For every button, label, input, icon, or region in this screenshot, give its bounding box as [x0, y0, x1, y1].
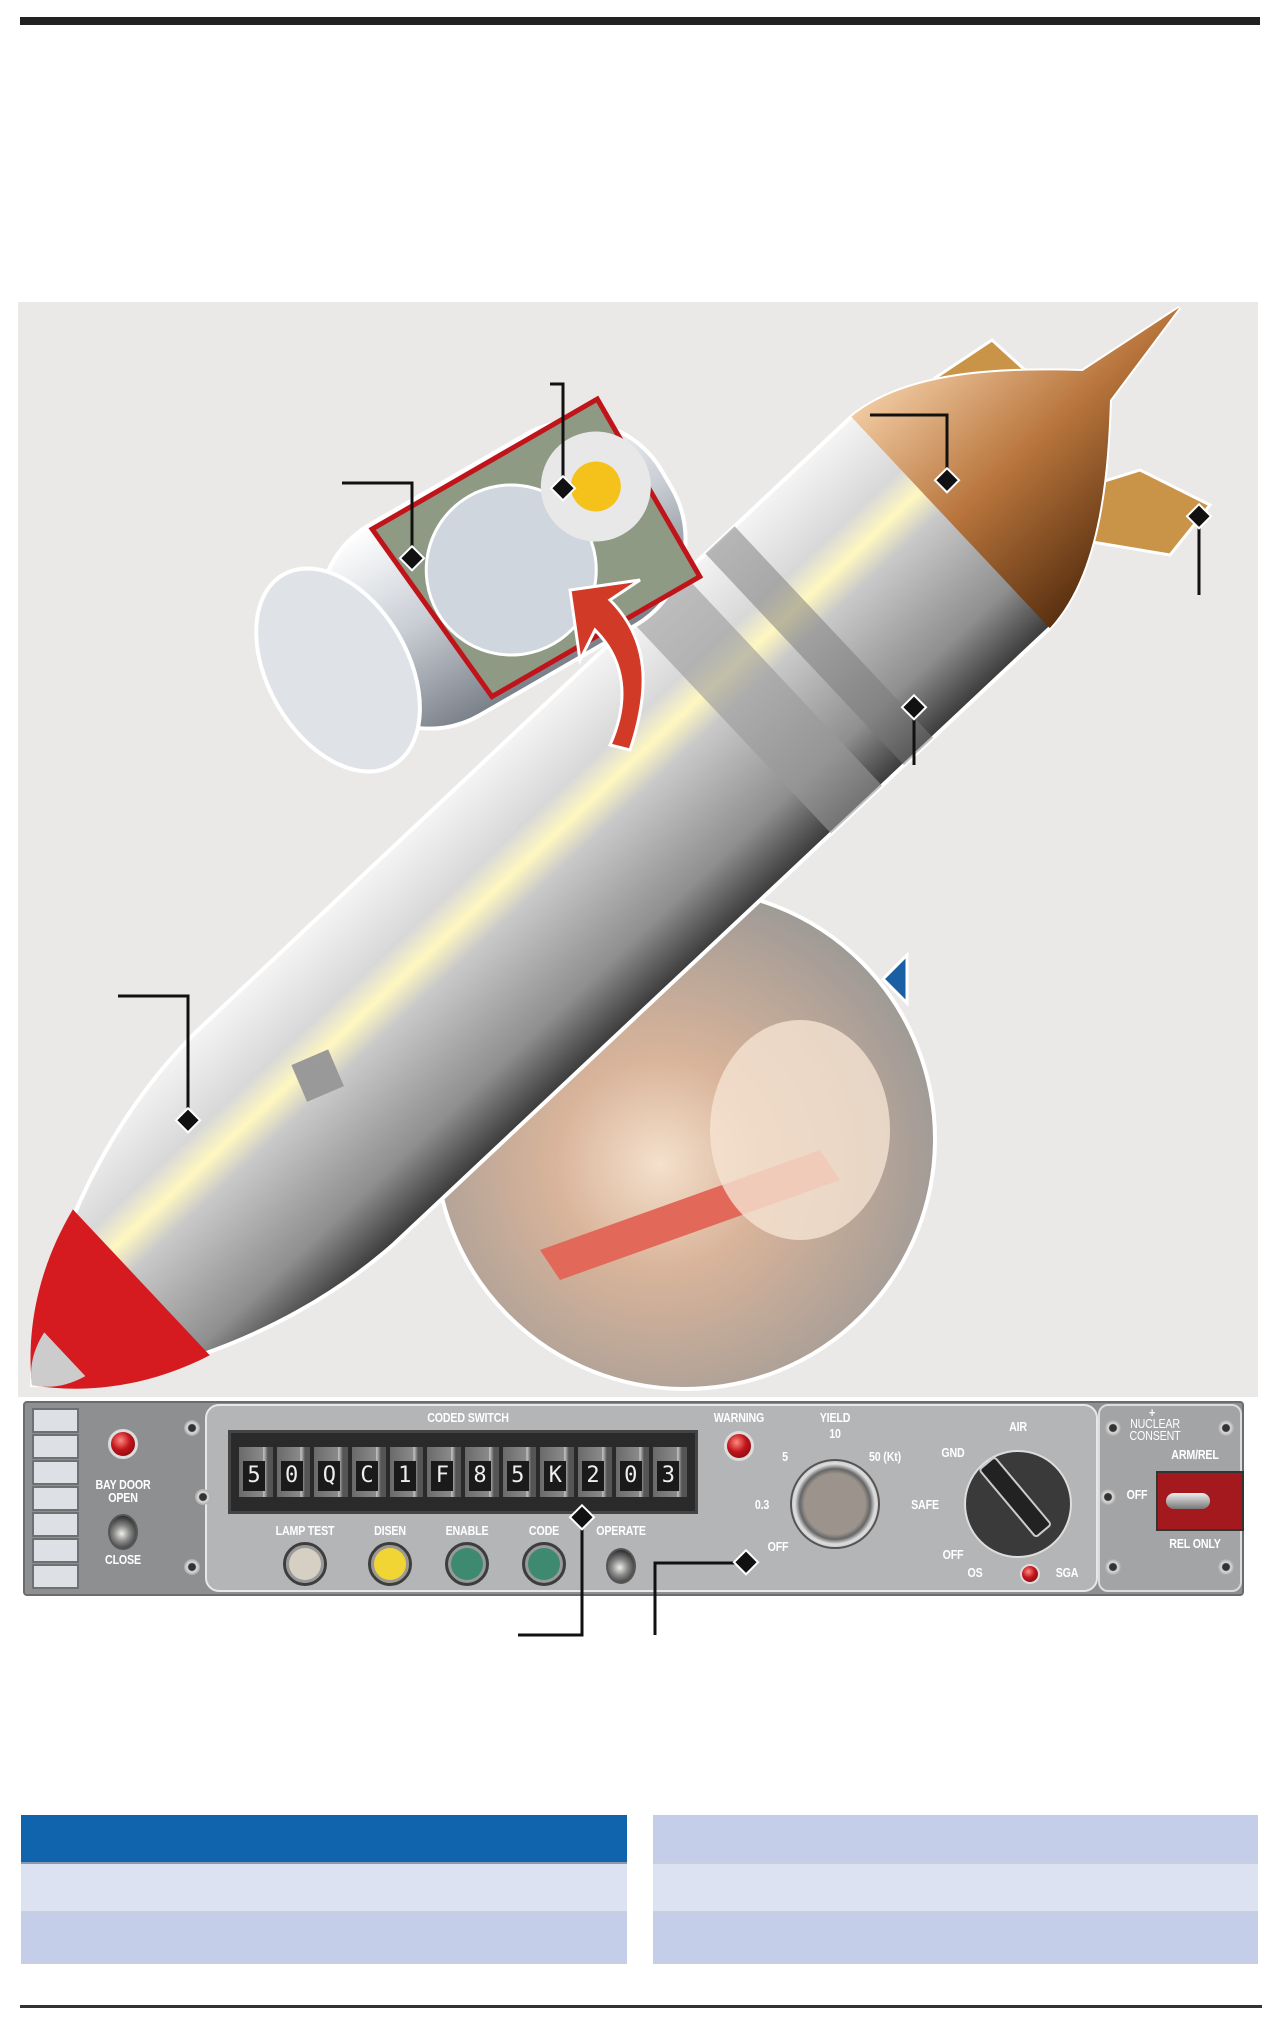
code-wheel[interactable]: 0 [276, 1447, 311, 1497]
code-wheel[interactable]: 5 [502, 1447, 537, 1497]
yield-off: OFF [767, 1539, 789, 1554]
consent-off-label: OFF [1126, 1487, 1148, 1502]
table-header-cell [653, 1815, 1258, 1864]
code-wheel[interactable]: C [352, 1447, 386, 1497]
bay-door-open-label: BAY DOOR OPEN [95, 1477, 151, 1505]
arm-rel-toggle[interactable] [1166, 1493, 1210, 1509]
callout-lines [118, 382, 1201, 1121]
screw-icon [195, 1489, 211, 1505]
code-char: 2 [582, 1461, 605, 1491]
arm-rel-label: ARM/REL [1171, 1447, 1219, 1462]
code-char: 8 [469, 1461, 492, 1491]
yield-knob[interactable] [790, 1459, 880, 1549]
table-header-cell [21, 1815, 627, 1864]
screw-icon [1218, 1420, 1234, 1436]
code-wheel[interactable]: 1 [389, 1447, 424, 1497]
code-char: Q [318, 1461, 341, 1491]
mode-gnd: GND [941, 1445, 965, 1460]
nuclear-consent-label: NUCLEAR CONSENT [1129, 1416, 1181, 1443]
code-char: 5 [243, 1461, 265, 1491]
indicator-slot [32, 1538, 79, 1563]
mode-sga: SGA [1055, 1565, 1079, 1580]
screw-icon [1218, 1559, 1234, 1575]
indicator-slot [32, 1564, 79, 1589]
enable-label: ENABLE [445, 1523, 489, 1538]
code-char: 0 [280, 1461, 303, 1491]
info-table-right [653, 1815, 1258, 1964]
code-char: 3 [657, 1461, 680, 1491]
yield-5: 5 [782, 1449, 788, 1464]
yield-50: 50 (Kt) [868, 1449, 902, 1464]
bomb-body [29, 305, 1181, 1389]
arm-rel-switch-guard[interactable] [1156, 1471, 1244, 1531]
code-lamp[interactable] [522, 1542, 566, 1586]
table-cell [21, 1913, 627, 1964]
table-cell [653, 1913, 1258, 1964]
screw-icon [1100, 1489, 1116, 1505]
sga-light [1020, 1564, 1040, 1584]
code-char: F [431, 1461, 454, 1491]
lamp-test-button[interactable] [283, 1542, 327, 1586]
info-table-left [21, 1815, 627, 1964]
disen-label: DISEN [374, 1523, 406, 1538]
code-wheel[interactable]: K [540, 1447, 575, 1497]
operate-toggle[interactable] [606, 1548, 636, 1584]
indicator-slot [32, 1408, 79, 1433]
code-wheel[interactable]: 0 [615, 1447, 650, 1497]
code-char: K [544, 1461, 567, 1491]
screw-icon [184, 1559, 200, 1575]
photo-pointer-icon [880, 951, 909, 1007]
code-char: C [356, 1461, 379, 1491]
yield-label: YIELD [819, 1410, 851, 1425]
code-char: 0 [619, 1461, 642, 1491]
disen-lamp[interactable] [368, 1542, 412, 1586]
bay-door-close-label: CLOSE [105, 1552, 141, 1567]
knob-pointer [977, 1455, 1053, 1539]
screw-icon [184, 1420, 200, 1436]
code-char: 1 [393, 1461, 416, 1491]
coded-switch-display: 5 0 Q C 1 F 8 5 K 2 0 3 [228, 1430, 698, 1514]
mode-off: OFF [942, 1547, 964, 1562]
code-wheel[interactable]: Q [314, 1447, 349, 1497]
rel-only-label: REL ONLY [1169, 1536, 1221, 1551]
consent-plus: + [1148, 1405, 1156, 1420]
mode-safe: SAFE [911, 1497, 939, 1512]
bomb-illustration [29, 305, 1213, 1391]
red-arrow-icon [568, 578, 645, 752]
warning-light [724, 1431, 754, 1461]
indicator-slot [32, 1460, 79, 1485]
mode-air: AIR [1009, 1419, 1027, 1434]
yield-10: 10 [829, 1426, 841, 1441]
table-cell [21, 1864, 627, 1913]
code-wheel[interactable]: 3 [653, 1447, 688, 1497]
screw-icon [1105, 1420, 1121, 1436]
code-char: 5 [506, 1461, 529, 1491]
callout-diamonds [174, 466, 1213, 1134]
mode-selector-knob[interactable] [964, 1450, 1072, 1558]
indicator-slot [32, 1512, 79, 1537]
bottom-rule [20, 2005, 1262, 2008]
canister-cutaway [254, 395, 704, 774]
bay-door-toggle[interactable] [108, 1514, 138, 1550]
code-label: CODE [528, 1523, 560, 1538]
code-wheel[interactable]: 8 [465, 1447, 499, 1497]
screw-icon [1105, 1559, 1121, 1575]
table-cell [653, 1864, 1258, 1913]
operate-label: OPERATE [596, 1523, 646, 1538]
coded-switch-label: CODED SWITCH [427, 1410, 509, 1425]
mode-os: OS [967, 1565, 983, 1580]
lamp-test-label: LAMP TEST [275, 1523, 335, 1538]
code-wheel[interactable]: 5 [239, 1447, 273, 1497]
top-rule [20, 17, 1260, 25]
indicator-slot [32, 1486, 79, 1511]
yield-0-3: 0.3 [754, 1497, 770, 1512]
indicator-slot [32, 1434, 79, 1459]
bay-door-light [108, 1429, 138, 1459]
warning-label: WARNING [713, 1410, 765, 1425]
code-wheel[interactable]: 2 [578, 1447, 612, 1497]
code-wheel[interactable]: F [427, 1447, 462, 1497]
enable-lamp[interactable] [445, 1542, 489, 1586]
